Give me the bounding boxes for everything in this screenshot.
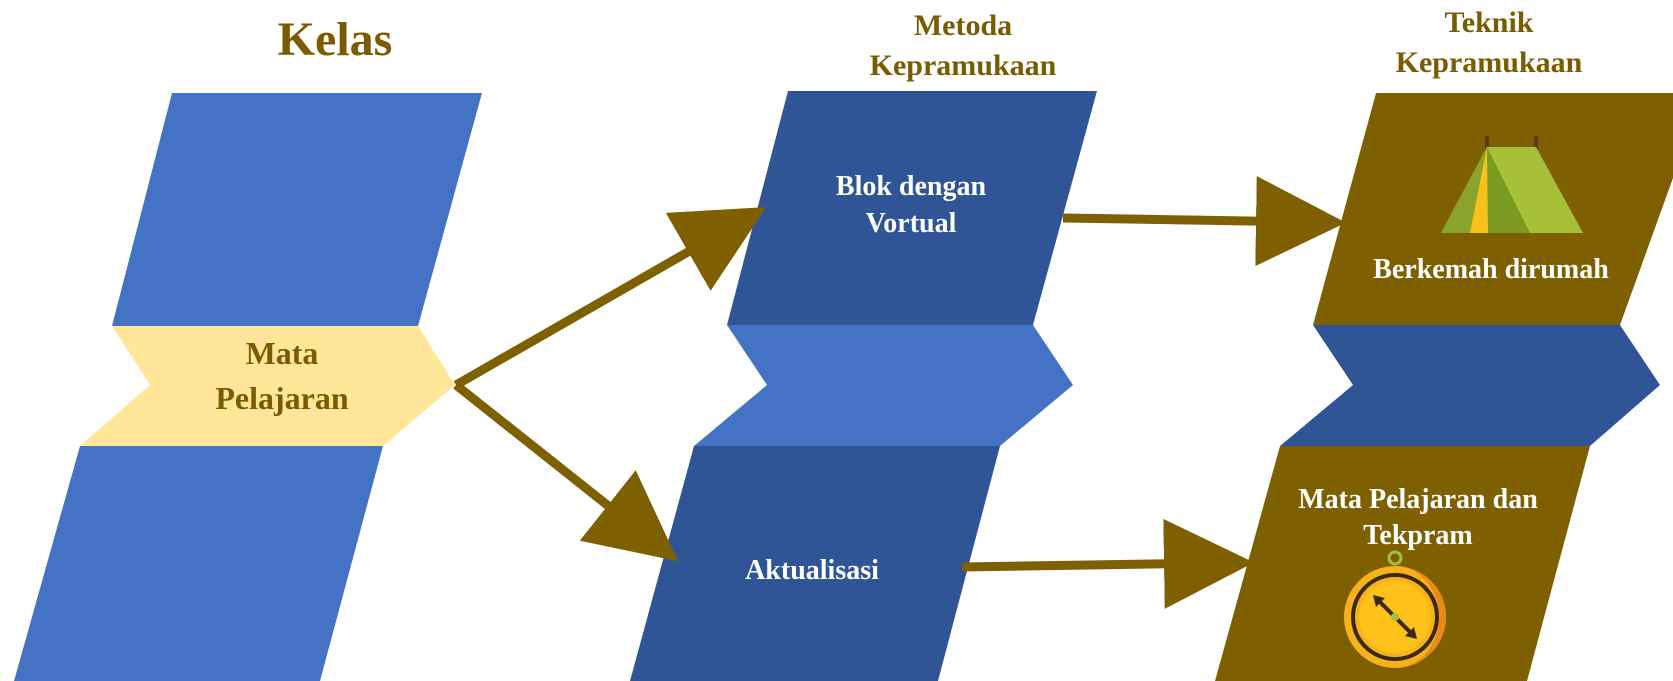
metoda-top-panel — [727, 91, 1097, 325]
kelas-fold-band — [80, 326, 455, 446]
teknik-bottom-label-line2: Tekpram — [1363, 520, 1472, 551]
compass-icon — [1344, 550, 1446, 668]
teknik-fold-lower — [1280, 385, 1660, 446]
arrow-to-blok — [453, 207, 767, 389]
metoda-bottom-panel — [630, 446, 1000, 681]
teknik-bottom-label-line1: Mata Pelajaran dan — [1298, 484, 1538, 515]
arrow-to-mapel-tekpram — [961, 518, 1254, 609]
arrow-to-aktualisasi — [453, 381, 679, 562]
kelas-center-label-line1: Mata — [246, 335, 319, 371]
metoda-fold-upper — [727, 325, 1073, 385]
teknik-bottom-panel — [1215, 446, 1590, 681]
connector-arrows — [453, 176, 1346, 609]
kelas-bottom-panel — [14, 446, 383, 681]
tent-icon — [1441, 136, 1583, 233]
teknik-fold-upper — [1313, 325, 1660, 385]
kelas-title: Kelas — [278, 13, 393, 66]
metoda-title-line1: Metoda — [914, 9, 1012, 42]
metoda-bottom-label: Aktualisasi — [745, 555, 879, 586]
metoda-top-label-line2: Vortual — [866, 208, 957, 239]
kelas-top-panel — [112, 93, 482, 326]
kelas-center-label-line2: Pelajaran — [215, 380, 349, 416]
metoda-top-label-line1: Blok dengan — [836, 171, 987, 202]
teknik-top-label: Berkemah dirumah — [1373, 254, 1609, 285]
teknik-title-line2: Kepramukaan — [1396, 46, 1583, 79]
metoda-fold-lower — [694, 385, 1073, 446]
teknik-title-line1: Teknik — [1445, 6, 1534, 39]
arrow-to-berkemah — [1062, 176, 1346, 267]
metoda-title-line2: Kepramukaan — [870, 49, 1057, 82]
